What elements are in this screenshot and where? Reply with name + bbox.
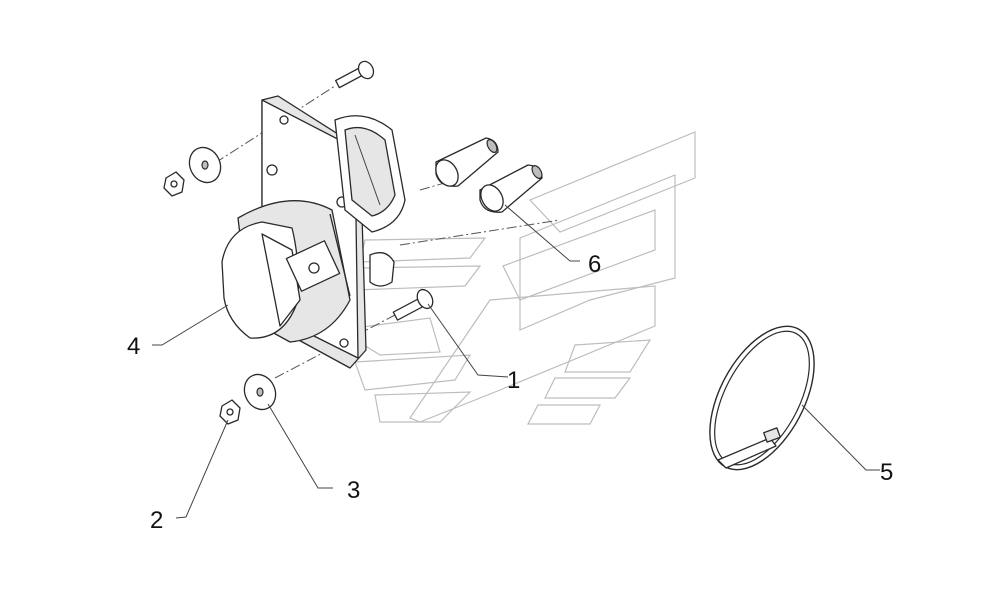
callout-4: 4: [127, 333, 140, 360]
callout-5: 5: [880, 459, 893, 486]
lower-nut-part-2: [219, 399, 241, 425]
callout-3: 3: [347, 477, 360, 504]
callout-2: 2: [150, 507, 163, 534]
callout-6: 6: [588, 251, 601, 278]
socket-rear-housing: [334, 115, 406, 233]
watermark-logo: [338, 131, 696, 425]
lower-washer-part-3: [243, 373, 277, 411]
cable-gland: [369, 252, 395, 287]
lower-bolt-part-1: [392, 288, 434, 321]
upper-nut: [163, 171, 185, 197]
spacer-lower-part-6: [479, 164, 543, 213]
leader-lines: [152, 204, 880, 519]
spacer-upper-part-6: [435, 137, 499, 187]
top-bolt: [334, 60, 375, 89]
callout-1: 1: [507, 367, 520, 394]
cable-tie-part-5: [709, 325, 815, 471]
upper-washer: [188, 146, 222, 184]
socket-front-part-4: [221, 200, 351, 343]
